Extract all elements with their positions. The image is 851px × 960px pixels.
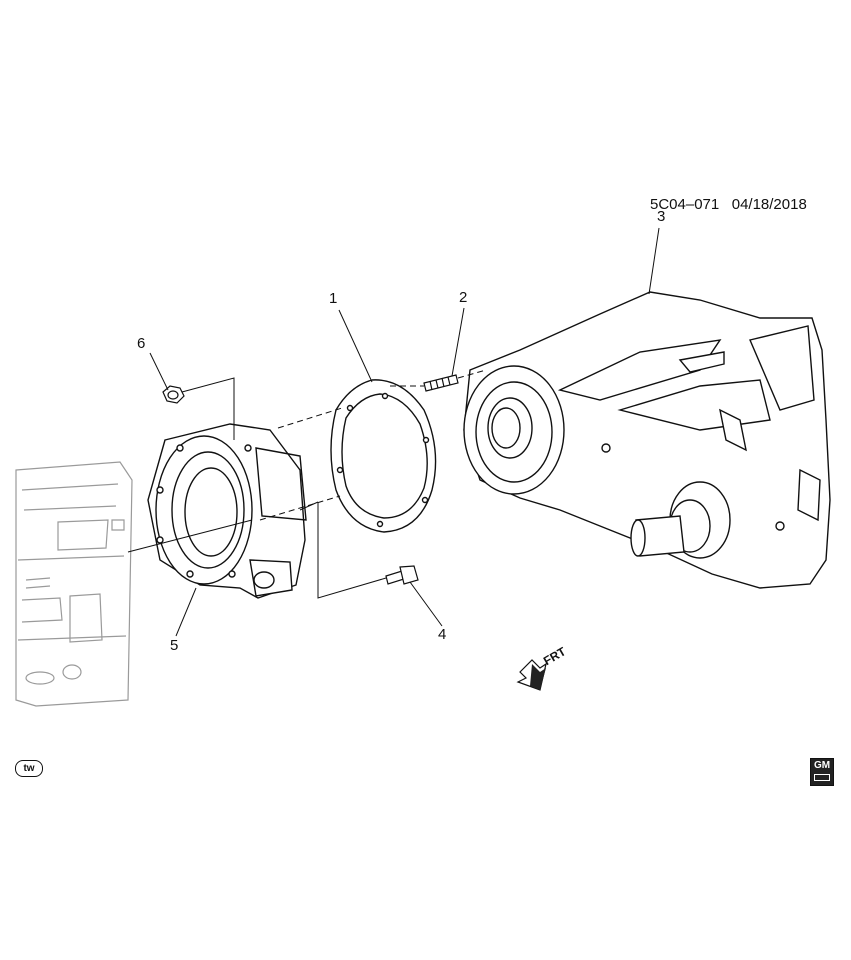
gm-logo: GM	[810, 758, 834, 786]
callout-6: 6	[137, 335, 146, 352]
callout-3: 3	[657, 208, 666, 225]
illustration-code: 5C04–071 04/18/2018	[650, 196, 807, 213]
tw-badge: tw	[15, 760, 43, 777]
callout-5: 5	[170, 637, 179, 654]
leader-lines	[127, 227, 660, 637]
stud-part-2	[423, 374, 459, 392]
gm-logo-text: GM	[813, 760, 831, 771]
adapter-housing-part-5	[147, 423, 307, 599]
gasket-part-1	[330, 379, 437, 533]
transfer-case-part-3	[463, 291, 831, 589]
gm-logo-underline	[814, 774, 830, 781]
callout-4: 4	[438, 626, 447, 643]
callout-1: 1	[329, 290, 338, 307]
nut-part-6	[162, 385, 185, 404]
callout-2: 2	[459, 289, 468, 306]
front-direction-arrow	[516, 659, 547, 691]
transmission-housing-ghost	[15, 461, 133, 707]
bolt-part-4	[385, 565, 419, 585]
